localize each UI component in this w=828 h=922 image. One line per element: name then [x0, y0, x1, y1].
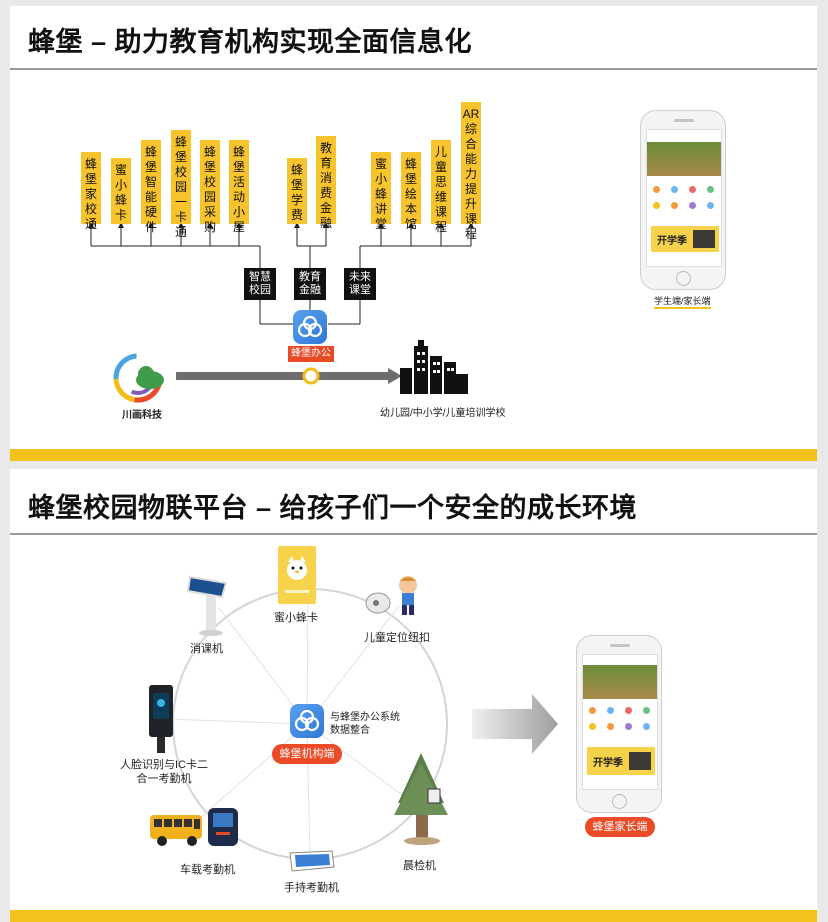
cloud-hub-icon: [293, 310, 327, 344]
slide-title: 蜂堡校园物联平台 – 给孩子们一个安全的成长环境: [28, 493, 638, 523]
hub-note: 与蜂堡办公系统数据整合: [330, 712, 400, 736]
cloud-hub-icon: [290, 704, 324, 738]
phone-mockup: 开学季: [576, 635, 662, 813]
arrow-right-icon: [472, 694, 558, 754]
slide-title: 蜂堡 – 助力教育机构实现全面信息化: [28, 27, 473, 57]
promo-text: 开学季: [657, 236, 687, 247]
product-box: 蜜小蜂卡: [111, 158, 131, 224]
parent-app-label: 蜂堡家长端: [585, 817, 655, 837]
hub-label: 蜂堡办公: [288, 346, 334, 362]
slide-information-platform: 蜂堡 – 助力教育机构实现全面信息化: [10, 6, 817, 461]
arrow-right-icon: [388, 368, 402, 384]
product-box: 蜂堡学费: [287, 158, 307, 224]
branch-label: 未来课堂: [344, 268, 376, 300]
promo-text: 开学季: [593, 758, 623, 769]
hub-label: 蜂堡机构端: [272, 744, 342, 764]
reader-icon: [206, 806, 240, 848]
target-label: 幼儿园/中小学/儿童培训学校: [380, 408, 506, 419]
product-box: 儿童思维课程: [431, 140, 451, 234]
product-box: AR综合能力提升课程: [461, 102, 481, 241]
tree-connectors: [88, 222, 474, 385]
device-label: 消课机: [190, 643, 223, 655]
kid-card-icon: [278, 546, 316, 604]
device-label: 车载考勤机: [180, 864, 235, 876]
child-locator-icon: [364, 573, 426, 619]
company-logo-text: 川画科技: [122, 410, 162, 421]
city-buildings-icon: [398, 338, 470, 394]
kiosk-icon: [186, 573, 234, 637]
slide-iot-platform: 蜂堡校园物联平台 – 给孩子们一个安全的成长环境 蜜小蜂卡 消课机: [10, 469, 817, 922]
product-box: 蜂堡校园采购: [200, 140, 220, 234]
product-box: 蜂堡绘本馆: [401, 152, 421, 231]
title-divider: [10, 68, 817, 70]
product-box: 蜂堡活动小屋: [229, 140, 249, 234]
branch-label: 教育金融: [294, 268, 326, 300]
app-screen: 开学季: [582, 654, 658, 790]
product-box: 蜜小蜂讲堂: [371, 152, 391, 231]
company-logo-icon: [112, 348, 170, 406]
device-label: 手持考勤机: [284, 882, 339, 894]
product-box: 教育消费金融: [316, 136, 336, 230]
product-box: 蜂堡智能硬件: [141, 140, 161, 234]
device-label: 人脸识别与IC卡二合一考勤机: [120, 759, 208, 785]
product-box: 蜂堡家校通: [81, 152, 101, 231]
footer-bar: [10, 449, 817, 461]
app-screen: 开学季: [646, 129, 722, 267]
phone-label: 学生端/家长端: [654, 294, 711, 309]
device-label: 儿童定位纽扣: [364, 632, 430, 644]
face-terminal-icon: [148, 685, 174, 755]
phone-mockup: 开学季: [640, 110, 726, 290]
tree-station-icon: [392, 753, 450, 849]
handheld-icon: [286, 849, 336, 873]
branch-label: 智慧校园: [244, 268, 276, 300]
title-divider: [10, 533, 817, 535]
promo-banner: 开学季: [587, 747, 655, 775]
promo-banner: 开学季: [651, 226, 719, 252]
footer-bar: [10, 910, 817, 922]
bus-icon: [148, 811, 206, 847]
device-label: 晨检机: [403, 860, 436, 872]
product-box: 蜂堡校园一卡通: [171, 130, 191, 239]
device-label: 蜜小蜂卡: [274, 612, 318, 624]
